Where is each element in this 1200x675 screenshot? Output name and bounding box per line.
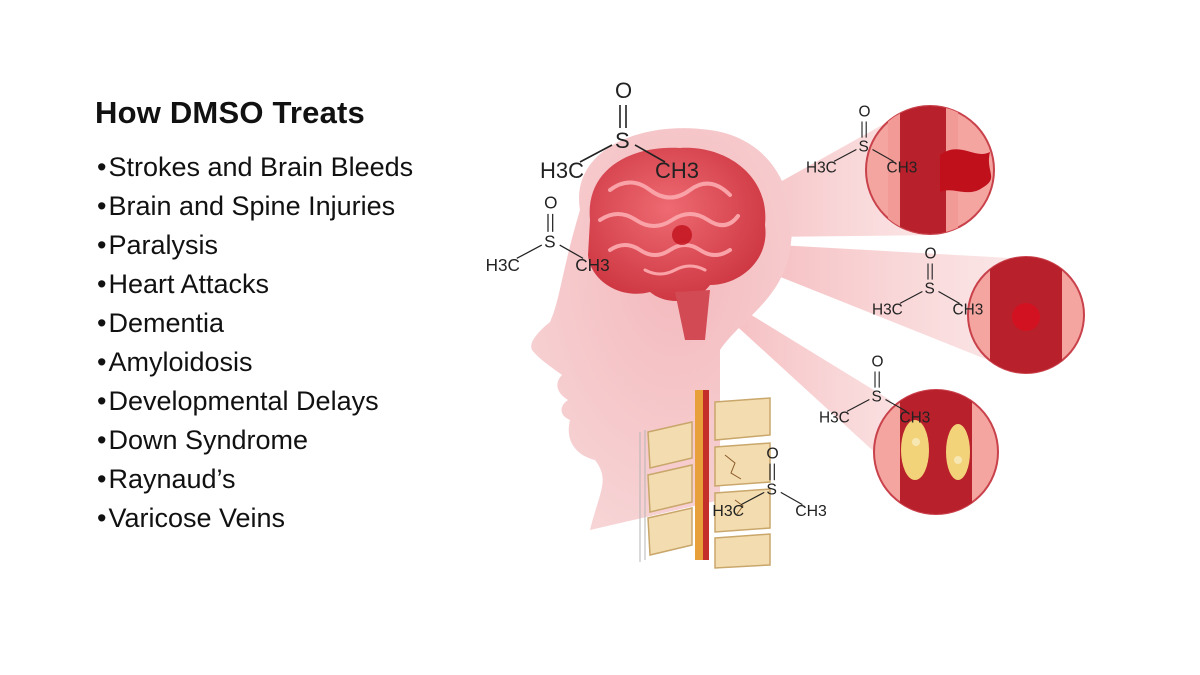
svg-text:CH3: CH3 <box>795 503 827 520</box>
condition-item: •Down Syndrome <box>97 421 413 460</box>
bullet: • <box>97 152 107 182</box>
vessel-clot <box>967 256 1085 374</box>
svg-text:H3C: H3C <box>486 255 520 275</box>
vessel-plaque <box>873 389 999 515</box>
bullet: • <box>97 425 107 455</box>
dmso-molecule-vessel-clot: O S H3C CH3 <box>872 246 983 319</box>
condition-item: •Dementia <box>97 304 413 343</box>
condition-label: Dementia <box>108 308 225 338</box>
svg-text:CH3: CH3 <box>900 410 931 427</box>
condition-item: •Paralysis <box>97 226 413 265</box>
condition-item: •Developmental Delays <box>97 382 413 421</box>
condition-label: Developmental Delays <box>108 386 379 416</box>
condition-label: Strokes and Brain Bleeds <box>108 152 414 182</box>
condition-item: •Varicose Veins <box>97 499 413 538</box>
bullet: • <box>97 269 107 299</box>
dmso-illustration: O S H3C CH3 O S H3C CH3 O S H3C CH3 O S … <box>486 78 1085 569</box>
bullet: • <box>97 464 107 494</box>
molecule-oxygen: O <box>615 78 632 103</box>
dmso-molecule-vessel-plaque: O S H3C CH3 <box>819 354 930 427</box>
bullet: • <box>97 230 107 260</box>
svg-text:CH3: CH3 <box>887 160 918 177</box>
bullet: • <box>97 308 107 338</box>
bullet: • <box>97 386 107 416</box>
dmso-molecule-large: O S H3C CH3 <box>540 78 699 183</box>
condition-label: Paralysis <box>108 230 218 260</box>
condition-item: •Strokes and Brain Bleeds <box>97 148 413 187</box>
condition-item: •Heart Attacks <box>97 265 413 304</box>
molecule-left-group: H3C <box>540 158 584 183</box>
brain <box>588 147 766 340</box>
bullet: • <box>97 503 107 533</box>
condition-item: •Raynaud’s <box>97 460 413 499</box>
dmso-molecule-spine: O S H3C CH3 <box>712 446 827 521</box>
condition-label: Brain and Spine Injuries <box>108 191 396 221</box>
svg-text:S: S <box>872 389 882 406</box>
svg-text:S: S <box>859 139 869 156</box>
condition-label: Heart Attacks <box>108 269 270 299</box>
svg-text:O: O <box>859 104 871 121</box>
spine <box>639 390 771 569</box>
condition-label: Raynaud’s <box>108 464 236 494</box>
svg-text:S: S <box>766 482 777 499</box>
svg-text:CH3: CH3 <box>953 302 984 319</box>
condition-item: •Amyloidosis <box>97 343 413 382</box>
bullet: • <box>97 347 107 377</box>
svg-text:CH3: CH3 <box>575 255 609 275</box>
page-title: How DMSO Treats <box>95 95 365 130</box>
svg-text:O: O <box>925 246 937 263</box>
svg-text:S: S <box>925 281 935 298</box>
svg-text:O: O <box>766 446 778 463</box>
svg-text:H3C: H3C <box>872 302 903 319</box>
vessel-bleed <box>865 105 995 235</box>
dmso-molecule-vessel-bleed: O S H3C CH3 <box>806 104 917 177</box>
condition-label: Down Syndrome <box>108 425 309 455</box>
svg-text:H3C: H3C <box>712 503 744 520</box>
conditions-list: •Strokes and Brain Bleeds•Brain and Spin… <box>97 148 413 538</box>
svg-text:H3C: H3C <box>806 160 837 177</box>
svg-text:O: O <box>544 192 557 212</box>
condition-label: Amyloidosis <box>108 347 253 377</box>
condition-label: Varicose Veins <box>108 503 286 533</box>
svg-text:S: S <box>544 231 555 251</box>
condition-item: •Brain and Spine Injuries <box>97 187 413 226</box>
dmso-molecule-head: O S H3C CH3 <box>486 192 610 274</box>
molecule-sulfur: S <box>615 128 630 153</box>
svg-text:H3C: H3C <box>819 410 850 427</box>
bullet: • <box>97 191 107 221</box>
svg-text:O: O <box>872 354 884 371</box>
molecule-right-group: CH3 <box>655 158 699 183</box>
